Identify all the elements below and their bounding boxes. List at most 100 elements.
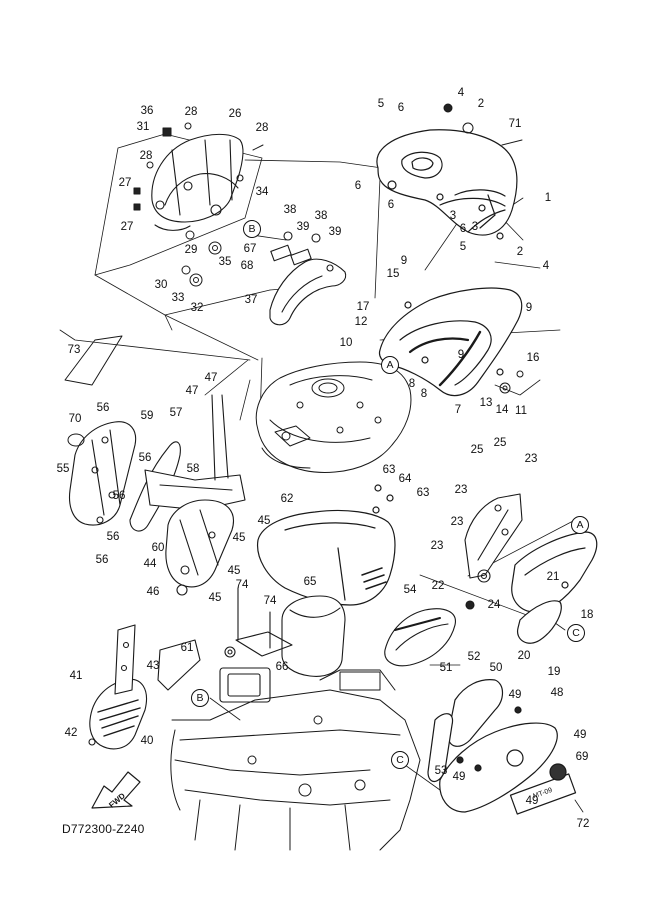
callout: 70 — [68, 413, 82, 425]
callout: 19 — [547, 666, 561, 678]
callout: 58 — [186, 463, 200, 475]
callout: 49 — [508, 689, 522, 701]
callout: 46 — [146, 586, 160, 598]
callout: 6 — [459, 223, 467, 235]
callout: 63 — [416, 487, 430, 499]
callout: 27 — [120, 221, 134, 233]
callout: 3 — [449, 210, 457, 222]
callout: 63 — [382, 464, 396, 476]
callout: 39 — [328, 226, 342, 238]
callout: 49 — [452, 771, 466, 783]
callout: 28 — [255, 122, 269, 134]
callout: 45 — [232, 532, 246, 544]
left-louvre-cover — [88, 624, 201, 750]
callout: 64 — [398, 473, 412, 485]
front-bracket-assembly — [151, 133, 244, 231]
callout: 3 — [471, 221, 479, 233]
callout: 67 — [243, 243, 257, 255]
callout: 5 — [377, 98, 385, 110]
callout: 6 — [397, 102, 405, 114]
callout: 8 — [408, 378, 416, 390]
reference-marker: A — [571, 516, 589, 534]
forward-label: FWD — [107, 791, 127, 810]
callout: 31 — [136, 121, 150, 133]
callout: 72 — [576, 818, 590, 830]
callout: 66 — [275, 661, 289, 673]
callout: 37 — [244, 294, 258, 306]
callout: 40 — [140, 735, 154, 747]
callout: 71 — [508, 118, 522, 130]
callout: 56 — [112, 490, 126, 502]
callout: 26 — [228, 108, 242, 120]
callout: 17 — [356, 301, 370, 313]
callout: 65 — [303, 576, 317, 588]
callout: 13 — [479, 397, 493, 409]
callout: 50 — [489, 662, 503, 674]
callout: 69 — [575, 751, 589, 763]
side-air-duct — [384, 608, 456, 667]
callout: 32 — [190, 302, 204, 314]
callout: 45 — [227, 565, 241, 577]
callout: 33 — [171, 292, 185, 304]
callout: 14 — [495, 404, 509, 416]
reference-marker: A — [381, 356, 399, 374]
callout: 74 — [235, 579, 249, 591]
tank-top-cover — [376, 129, 518, 240]
callout: 2 — [477, 98, 485, 110]
callout: 42 — [64, 727, 78, 739]
reference-marker: B — [191, 689, 209, 707]
callout: 9 — [525, 302, 533, 314]
callout: 57 — [169, 407, 183, 419]
callout: 60 — [151, 542, 165, 554]
callout: 39 — [296, 221, 310, 233]
callout: 1 — [544, 192, 552, 204]
callout: 45 — [257, 515, 271, 527]
callout: 22 — [431, 580, 445, 592]
right-mounting-bracket — [464, 493, 523, 610]
callout: 4 — [542, 260, 550, 272]
callout: 23 — [450, 516, 464, 528]
left-side-cover — [165, 499, 234, 596]
callout: 54 — [403, 584, 417, 596]
callout: 56 — [106, 531, 120, 543]
callout: 45 — [208, 592, 222, 604]
callout: 44 — [143, 558, 157, 570]
callout: 9 — [400, 255, 408, 267]
callout: 18 — [580, 609, 594, 621]
fuel-tank — [255, 361, 412, 473]
callout: 28 — [139, 150, 153, 162]
forward-arrow-icon — [91, 771, 141, 809]
left-inner-panel — [68, 394, 246, 532]
callout: 59 — [140, 410, 154, 422]
callout: 16 — [526, 352, 540, 364]
bracket-fasteners — [133, 122, 264, 287]
callout: 62 — [280, 493, 294, 505]
callout: 28 — [184, 106, 198, 118]
callout: 53 — [434, 765, 448, 777]
callout: 73 — [67, 344, 81, 356]
callout: 47 — [185, 385, 199, 397]
callout: 49 — [573, 729, 587, 741]
callout: 43 — [146, 660, 160, 672]
callout: 34 — [255, 186, 269, 198]
callout: 9 — [457, 349, 465, 361]
callout: 49 — [525, 795, 539, 807]
callout: 30 — [154, 279, 168, 291]
loose-parts — [64, 103, 524, 447]
callout: 56 — [96, 402, 110, 414]
reference-marker: C — [391, 751, 409, 769]
callout: 7 — [454, 404, 462, 416]
callout: 23 — [430, 540, 444, 552]
right-side-cover — [511, 531, 598, 644]
callout: 36 — [140, 105, 154, 117]
callout: 24 — [487, 599, 501, 611]
callout: 11 — [515, 405, 527, 417]
callout: 23 — [454, 484, 468, 496]
callout: 35 — [218, 256, 232, 268]
callout: 51 — [439, 662, 453, 674]
callout: 55 — [56, 463, 70, 475]
callout: 68 — [240, 260, 254, 272]
